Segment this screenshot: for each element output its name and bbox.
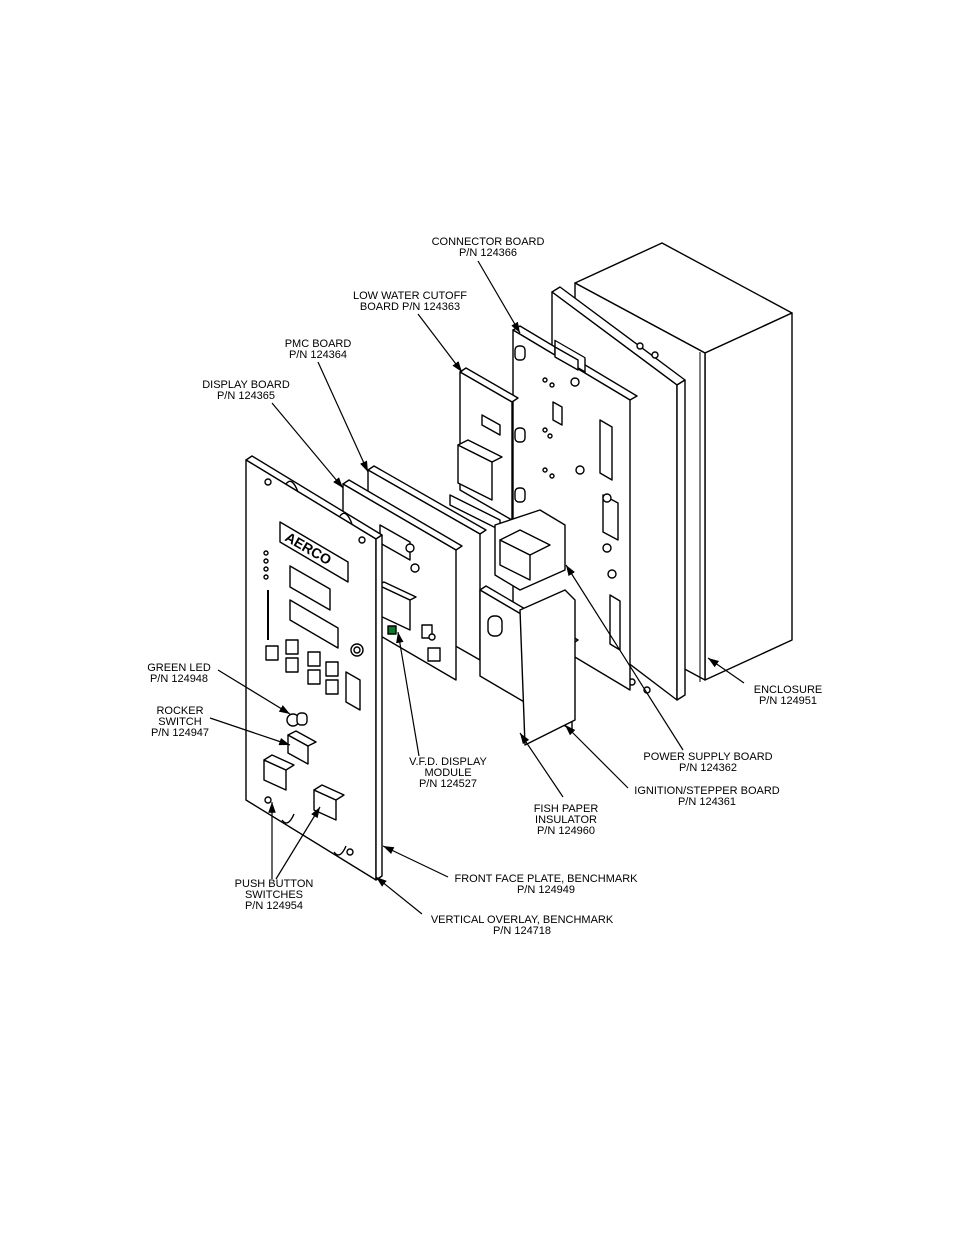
callout-vfd-display: V.F.D. DISPLAY MODULE P/N 124527 — [409, 757, 487, 790]
callout-line: P/N 124948 — [149, 673, 209, 685]
callout-line: PUSH BUTTON — [234, 878, 314, 890]
callout-line: P/N 124366 — [458, 247, 518, 259]
callout-line: IGNITION/STEPPER BOARD — [634, 785, 780, 797]
face-plate-details — [263, 521, 364, 711]
connector-standoffs — [514, 345, 526, 503]
callout-power-supply: POWER SUPPLY BOARD P/N 124362 — [643, 752, 772, 774]
callout-pmc-board: PMC BOARD P/N 124364 — [285, 339, 352, 361]
callout-line: P/N 124527 — [418, 778, 478, 790]
power-supply-board-shape — [494, 509, 566, 591]
callout-low-water-cutoff: LOW WATER CUTOFF BOARD P/N 124363 — [353, 291, 467, 313]
callout-line: LOW WATER CUTOFF — [352, 290, 468, 302]
callout-ignition-stepper: IGNITION/STEPPER BOARD P/N 124361 — [634, 786, 779, 808]
callout-line: P/N 124362 — [678, 762, 738, 774]
callout-line: MODULE — [424, 767, 472, 779]
callout-line: P/N 124960 — [536, 825, 596, 837]
callout-green-led: GREEN LED P/N 124948 — [147, 663, 211, 685]
callout-line: FISH PAPER — [533, 803, 599, 815]
callout-line: P/N 124364 — [288, 349, 348, 361]
callout-rocker-switch: ROCKER SWITCH P/N 124947 — [151, 706, 209, 739]
callout-line: P/N 124949 — [516, 884, 576, 896]
callout-display-board: DISPLAY BOARD P/N 124365 — [202, 380, 290, 402]
callout-vertical-overlay: VERTICAL OVERLAY, BENCHMARK P/N 124718 — [431, 915, 613, 937]
callout-line: DISPLAY BOARD — [202, 379, 290, 391]
callout-line: ROCKER — [156, 705, 204, 717]
callout-line: CONNECTOR BOARD — [431, 236, 545, 248]
callout-line: POWER SUPPLY BOARD — [643, 751, 773, 763]
green-led-shape — [286, 712, 308, 727]
callout-line: PMC BOARD — [284, 338, 352, 350]
transformer-shape — [449, 439, 503, 531]
callout-line: P/N 124947 — [150, 727, 210, 739]
callout-line: INSULATOR — [535, 814, 597, 826]
callout-line: SWITCHES — [244, 889, 304, 901]
callout-fish-paper: FISH PAPER INSULATOR P/N 124960 — [534, 804, 599, 837]
rocker-switch-shape — [287, 730, 317, 765]
leader-arrows — [209, 260, 745, 915]
callout-line: P/N 124365 — [216, 390, 276, 402]
callout-front-face-plate: FRONT FACE PLATE, BENCHMARK P/N 124949 — [455, 874, 638, 896]
callout-line: ENCLOSURE — [753, 684, 823, 696]
callout-enclosure: ENCLOSURE P/N 124951 — [754, 685, 822, 707]
callout-push-button: PUSH BUTTON SWITCHES P/N 124954 — [235, 879, 314, 912]
callout-line: P/N 124951 — [758, 695, 818, 707]
callout-line: FRONT FACE PLATE, BENCHMARK — [454, 873, 638, 885]
callout-line: GREEN LED — [147, 662, 211, 674]
fish-paper-insulator-shape — [519, 589, 576, 746]
callout-line: V.F.D. DISPLAY — [409, 756, 487, 768]
callout-line: VERTICAL OVERLAY, BENCHMARK — [430, 914, 614, 926]
callout-line: P/N 124954 — [244, 900, 304, 912]
callout-line: BOARD P/N 124363 — [359, 301, 461, 313]
callout-line: P/N 124361 — [677, 796, 737, 808]
callout-line: SWITCH — [158, 716, 202, 728]
callout-line: P/N 124718 — [492, 925, 552, 937]
callout-connector-board: CONNECTOR BOARD P/N 124366 — [432, 237, 545, 259]
